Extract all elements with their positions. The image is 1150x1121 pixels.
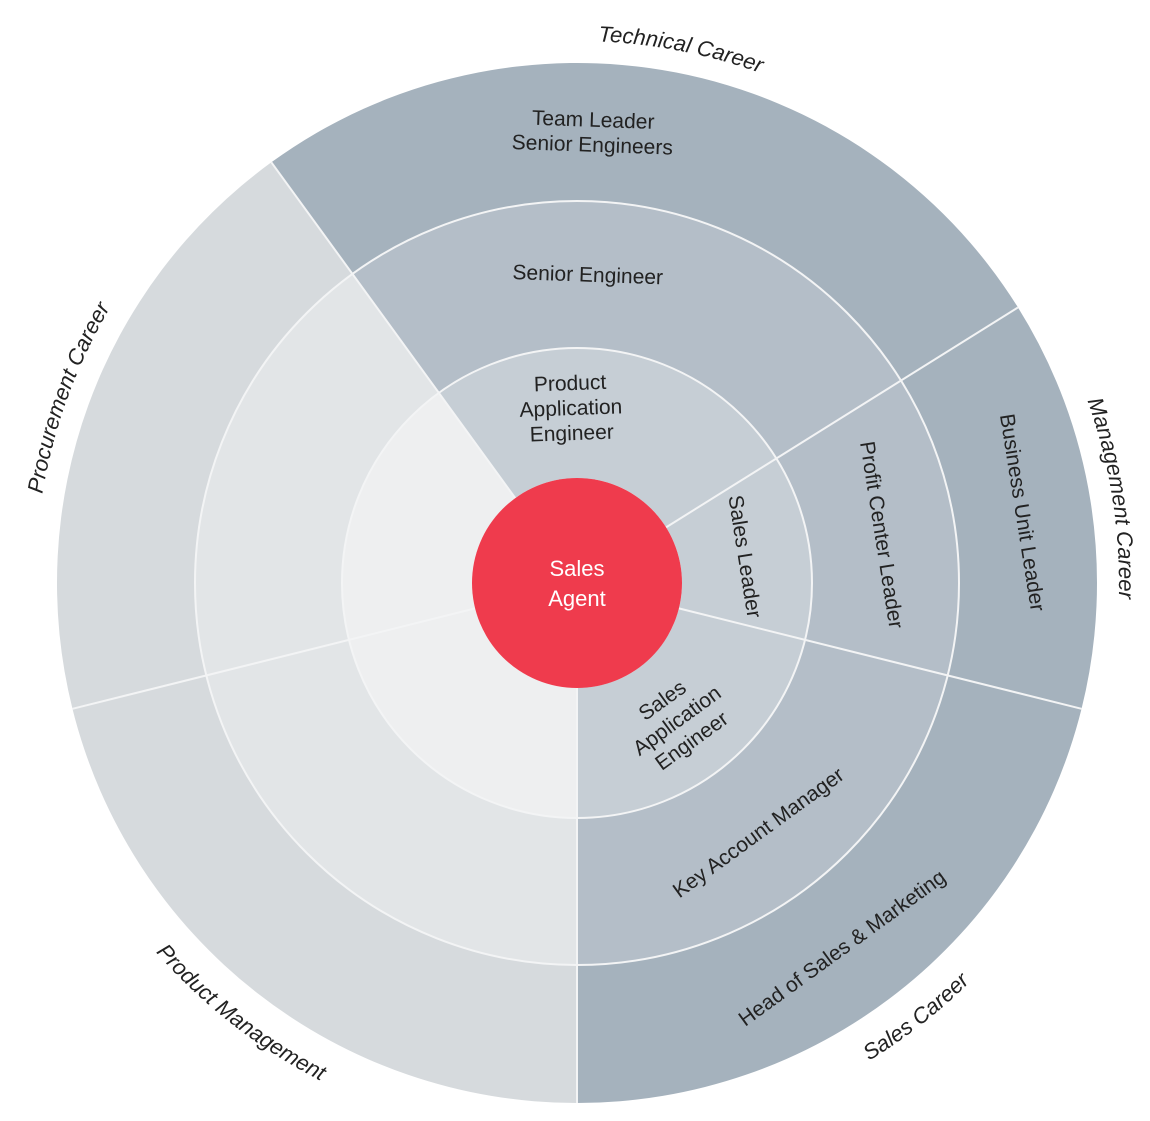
- sector-divider: [72, 607, 476, 710]
- sector-sales-ring-2[interactable]: [577, 639, 948, 966]
- center-circle: [472, 478, 682, 688]
- sector-management-ring-3[interactable]: [900, 307, 1097, 709]
- role-label-line: Product: [533, 371, 606, 397]
- sector-technical: [271, 63, 1018, 528]
- sector-divider: [665, 306, 1019, 529]
- sector-management: [666, 307, 1097, 709]
- sector-technical-ring-2[interactable]: [352, 200, 901, 459]
- sector-procurement-ring-1[interactable]: [342, 392, 516, 640]
- role-technical-1: ProductApplicationEngineer: [518, 370, 623, 447]
- sector-technical-ring-3[interactable]: [271, 63, 1018, 381]
- sector-product-ring-1[interactable]: [348, 608, 577, 818]
- separator-layer: [72, 161, 1082, 1103]
- sector-management-ring-1[interactable]: [666, 458, 812, 640]
- role-technical-3: Team LeaderSenior Engineers: [511, 106, 674, 160]
- sector-sales-ring-1[interactable]: [577, 608, 806, 818]
- sector-divider: [678, 607, 1082, 710]
- sector-layer: [57, 63, 1097, 1103]
- role-label-line: Senior Engineer: [512, 261, 663, 289]
- role-label-line: Engineer: [529, 421, 614, 447]
- role-label-line: Senior Engineers: [511, 131, 673, 160]
- role-technical-2: Senior Engineer: [512, 261, 663, 289]
- sector-management-ring-2[interactable]: [776, 380, 959, 676]
- center-label-line: Agent: [548, 586, 606, 611]
- sector-product-ring-3[interactable]: [72, 675, 577, 1103]
- sector-procurement-ring-3[interactable]: [57, 162, 353, 709]
- center-label-line: Sales: [549, 556, 604, 581]
- sector-procurement-ring-2[interactable]: [194, 273, 439, 676]
- sector-divider: [270, 161, 517, 499]
- sector-product-ring-2[interactable]: [206, 639, 577, 965]
- sector-product: [72, 608, 577, 1103]
- role-label-line: Application: [519, 395, 622, 422]
- sector-sales: [577, 608, 1082, 1103]
- sector-sales-ring-3[interactable]: [577, 675, 1082, 1103]
- role-label-line: Team Leader: [532, 107, 655, 134]
- sector-technical-ring-1[interactable]: [438, 348, 777, 528]
- sector-procurement: [57, 162, 516, 709]
